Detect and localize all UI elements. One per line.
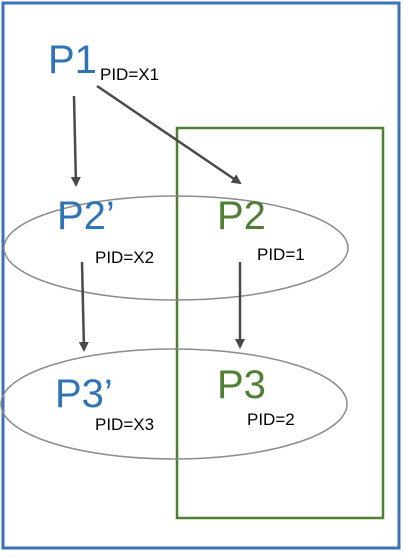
p3-pid: PID=2 bbox=[247, 410, 295, 429]
p2-ellipse bbox=[3, 195, 349, 301]
arrow-p1-to-p2 bbox=[96, 84, 242, 185]
p2-prime-pid: PID=X2 bbox=[95, 248, 154, 267]
p3-ellipse bbox=[0, 348, 348, 460]
p2-pid: PID=1 bbox=[257, 245, 305, 264]
arrow-p2-prime-to-p3-prime bbox=[78, 261, 89, 352]
p3-label: P3 bbox=[217, 363, 266, 407]
arrow-p1-to-p2-prime bbox=[70, 95, 81, 187]
parent-namespace-box bbox=[1, 1, 401, 550]
p3-prime-pid: PID=X3 bbox=[95, 415, 154, 434]
p1-label: P1 bbox=[48, 38, 97, 82]
p1-pid: PID=X1 bbox=[100, 65, 159, 84]
p2-prime-label: P2’ bbox=[57, 194, 115, 238]
p2-label: P2 bbox=[217, 194, 266, 238]
child-namespace-box bbox=[175, 126, 385, 520]
p3-prime-label: P3’ bbox=[55, 372, 113, 416]
